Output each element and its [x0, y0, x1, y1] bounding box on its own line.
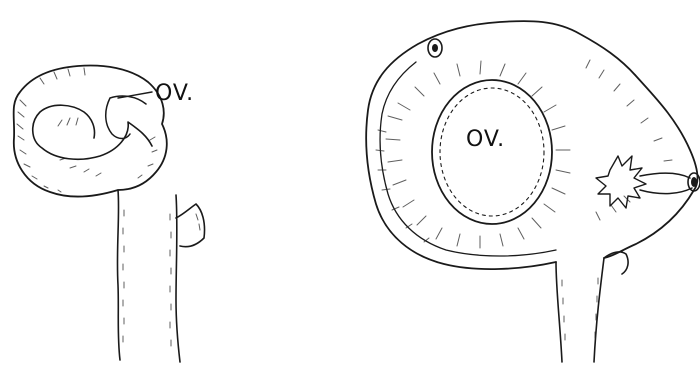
left-head-outline: [14, 66, 167, 197]
right-ovary-disc-inner: [440, 88, 544, 216]
left-label-pointer: [118, 92, 152, 98]
right-specimen: OV.: [366, 21, 700, 362]
right-branch-structure: [596, 156, 646, 208]
right-top-pore-inner: [432, 44, 438, 52]
right-tube: [640, 173, 692, 193]
left-stalk-shading: [123, 210, 200, 346]
right-ov-label: OV.: [466, 127, 505, 152]
left-head-shading: [17, 68, 157, 192]
left-stalk: [117, 190, 204, 362]
right-stalk-shading: [562, 278, 598, 340]
left-inner-lobe: [33, 105, 152, 159]
right-head-outline: [366, 21, 697, 269]
left-ov-label: OV.: [155, 81, 194, 106]
left-specimen: OV.: [14, 66, 205, 362]
right-side-pore-inner: [691, 177, 697, 187]
right-ovary-disc: [432, 80, 552, 224]
right-head-shading: [376, 60, 672, 248]
right-stalk: [556, 252, 628, 362]
right-head-inner-rim: [380, 62, 556, 256]
